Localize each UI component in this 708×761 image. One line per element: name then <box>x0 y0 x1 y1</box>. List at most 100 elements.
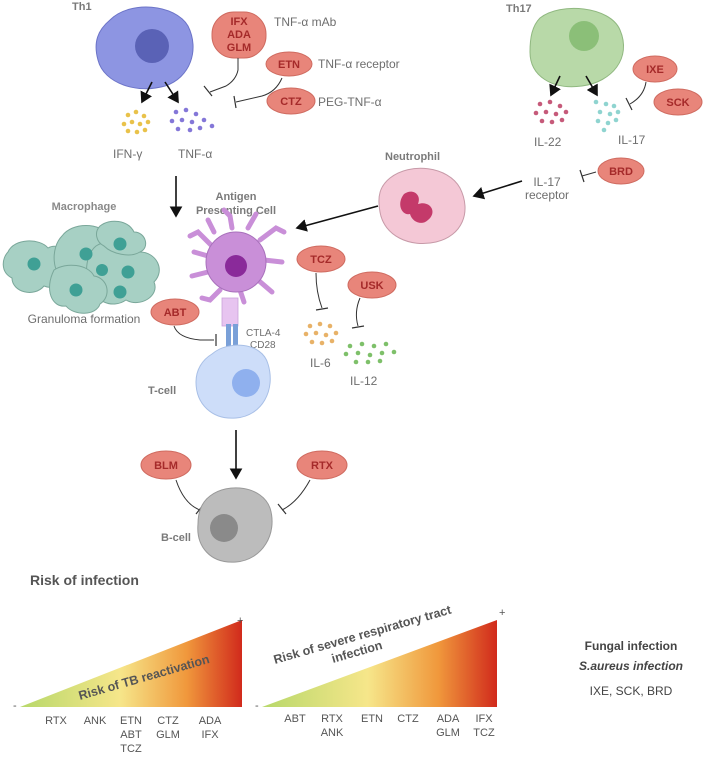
drug-ifx-ada-glm: IFX ADA GLM <box>211 11 267 59</box>
drug-ada: ADA <box>227 29 251 41</box>
neutrophil-cell <box>378 167 466 244</box>
tcell <box>195 344 271 419</box>
tb-tick-ank: ANK <box>84 715 107 727</box>
th17-cell <box>529 7 625 88</box>
drug-brd: BRD <box>597 157 645 185</box>
apc-cell <box>187 207 287 305</box>
il6-label: IL-6 <box>310 356 331 370</box>
fungal-infection-label: Fungal infection <box>585 639 678 653</box>
tb-tick-ada: ADA <box>199 715 222 727</box>
svg-text:CTZ: CTZ <box>280 96 302 108</box>
tb-tick-etn: ETN <box>120 715 142 727</box>
risk-heading: Risk of infection <box>30 572 139 588</box>
th17-il17-arrow <box>585 75 598 97</box>
etn-inhibit-line <box>235 77 283 103</box>
neutrophil-apc-arrow <box>295 205 379 232</box>
granuloma-cluster <box>2 220 160 314</box>
resp-minus: - <box>255 700 259 712</box>
resp-tick-ank: ANK <box>321 727 344 739</box>
svg-text:USK: USK <box>360 280 383 292</box>
drug-blm: BLM <box>140 450 192 480</box>
tb-tick-ifx: IFX <box>201 729 219 741</box>
resp-tick-ada: ADA <box>437 713 460 725</box>
il22-label: IL-22 <box>534 135 562 149</box>
drug-ixe: IXE <box>632 55 678 83</box>
svg-text:SCK: SCK <box>666 97 689 109</box>
saureus-infection-label: S.aureus infection <box>579 659 683 673</box>
resp-tick-rtx: RTX <box>321 713 343 725</box>
il12-dots <box>343 341 397 365</box>
svg-text:TCZ: TCZ <box>310 254 332 266</box>
ifn-gamma-dots <box>121 109 151 135</box>
drug-tcz: TCZ <box>296 245 346 273</box>
il17-receptor-label-1: IL-17 <box>533 175 561 189</box>
blm-inhibit-line <box>175 479 201 511</box>
svg-text:BRD: BRD <box>609 166 633 178</box>
fungal-drugs-label: IXE, SCK, BRD <box>590 684 673 698</box>
tb-plus: + <box>237 615 243 627</box>
tcz-inhibit-line <box>315 272 323 309</box>
usk-inhibit-line <box>355 297 361 327</box>
tb-minus: - <box>13 700 17 712</box>
tb-tick-rtx: RTX <box>45 715 67 727</box>
th1-label: Th1 <box>72 1 92 13</box>
th1-tnf-arrow <box>164 81 179 104</box>
ixe-inhibit-line <box>629 81 647 105</box>
apc-label-1: Antigen <box>216 191 257 203</box>
th1-cell <box>95 6 194 90</box>
rtx-inhibit-line <box>281 479 311 511</box>
granuloma-label: Granuloma formation <box>28 312 141 326</box>
resp-tick-etn: ETN <box>361 713 383 725</box>
tb-tick-abt: ABT <box>120 729 142 741</box>
tnf-receptor-label: TNF-α receptor <box>318 57 400 71</box>
ifn-gamma-label: IFN-γ <box>113 147 142 161</box>
il17-label: IL-17 <box>618 133 646 147</box>
resp-risk-triangle <box>262 620 497 707</box>
tb-tick-tcz: TCZ <box>120 743 142 755</box>
peg-tnf-label: PEG-TNF-α <box>318 95 382 109</box>
tcell-label: T-cell <box>148 385 176 397</box>
resp-tick-abt: ABT <box>284 713 306 725</box>
resp-tick-ctz: CTZ <box>397 713 419 725</box>
drug-abt: ABT <box>150 298 200 326</box>
th1-ifn-arrow <box>140 81 153 104</box>
drug-ifx: IFX <box>230 16 248 28</box>
resp-plus: + <box>499 607 505 619</box>
svg-text:BLM: BLM <box>154 460 178 472</box>
bcell-label: B-cell <box>161 532 191 544</box>
cd28-label: CD28 <box>250 340 276 351</box>
tb-risk-triangle <box>20 620 242 707</box>
th17-label: Th17 <box>506 3 532 15</box>
il22-dots <box>533 99 569 125</box>
ctla4-cd28-receptor <box>221 297 239 354</box>
resp-tick-ifx: IFX <box>475 713 493 725</box>
ifx-inhibit-line <box>209 58 239 93</box>
abt-inhibit-line <box>173 325 214 341</box>
svg-text:ABT: ABT <box>164 307 187 319</box>
svg-text:ETN: ETN <box>278 59 300 71</box>
bcell <box>197 487 273 563</box>
granuloma-nuclei <box>27 237 135 299</box>
apc-label-2: Presenting Cell <box>196 205 276 217</box>
drug-rtx: RTX <box>296 450 348 480</box>
il17-neutrophil-arrow <box>472 180 523 200</box>
drug-usk: USK <box>347 271 397 299</box>
il12-label: IL-12 <box>350 374 378 388</box>
resp-tick-tcz: TCZ <box>473 727 495 739</box>
tnf-alpha-dots <box>169 107 215 133</box>
tb-tick-glm: GLM <box>156 729 180 741</box>
il17-dots <box>593 99 621 133</box>
macrophage-label: Macrophage <box>52 201 117 213</box>
ctla4-label: CTLA-4 <box>246 328 281 339</box>
il6-dots <box>303 321 339 346</box>
th17-il22-arrow <box>549 75 561 97</box>
drug-ctz: CTZ <box>266 87 316 115</box>
tnf-mab-label: TNF-α mAb <box>274 15 337 29</box>
drug-glm: GLM <box>227 42 251 54</box>
drug-sck: SCK <box>653 88 703 116</box>
svg-text:IXE: IXE <box>646 64 664 76</box>
drug-etn: ETN <box>265 51 313 77</box>
